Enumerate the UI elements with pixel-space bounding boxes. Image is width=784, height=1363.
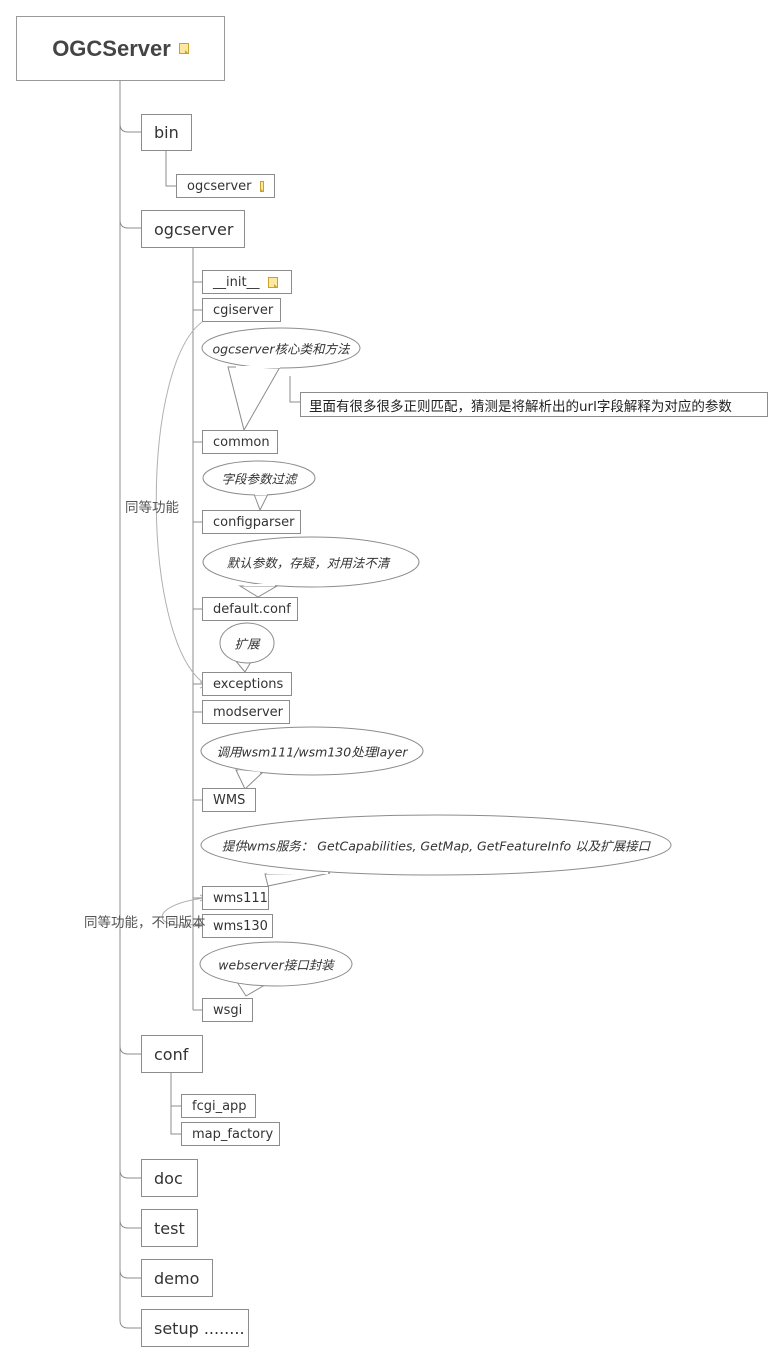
branch-test [119,1219,141,1229]
node-wms130-label: wms130 [213,918,268,934]
note-icon[interactable] [267,276,278,288]
node-modserver[interactable]: modserver [202,700,290,724]
node-wms[interactable]: WMS [202,788,256,812]
node-doc-label: doc [154,1168,183,1188]
node-default-conf-label: default.conf [213,601,291,617]
branch-demo [119,1269,141,1279]
node-demo[interactable]: demo [141,1259,213,1297]
callout-wsgi[interactable]: webserver接口封装 [218,957,334,973]
node-conf[interactable]: conf [141,1035,203,1073]
branch-bin [119,123,141,133]
node-bin-ogcserver-label: ogcserver [187,178,252,194]
callout-regex-connector [289,376,300,403]
relation-label-same-function[interactable]: 同等功能 [125,500,179,516]
node-exceptions-label: exceptions [213,676,284,692]
node-bin-label: bin [154,123,179,142]
callout-wms[interactable]: 调用wsm111/wsm130处理layer [216,744,408,760]
node-wms-label: WMS [213,792,246,808]
node-ogcserver[interactable]: ogcserver [141,210,245,248]
node-bin-ogcserver[interactable]: ogcserver [176,174,275,198]
node-default-conf[interactable]: default.conf [202,597,298,621]
node-configparser[interactable]: configparser [202,510,301,534]
branch-ogcserver [119,219,141,229]
node-conf-label: conf [154,1044,189,1064]
node-wms111[interactable]: wms111 [202,886,269,910]
branch-conf [119,1045,141,1055]
node-common[interactable]: common [202,430,278,454]
node-doc[interactable]: doc [141,1159,198,1197]
note-icon[interactable] [259,180,265,192]
relation-cgiserver-exceptions [155,319,206,685]
node-init[interactable]: __init__ [202,270,292,294]
note-icon[interactable] [178,43,189,54]
node-bin[interactable]: bin [141,114,192,151]
node-exceptions[interactable]: exceptions [202,672,292,696]
node-wms111-label: wms111 [213,890,268,906]
callout-default-conf[interactable]: 默认参数，存疑，对用法不清 [226,555,390,571]
node-test-label: test [154,1218,185,1238]
conf-child-line [170,1072,181,1135]
relation-label-same-function-diff-version[interactable]: 同等功能，不同版本 [84,915,206,931]
node-demo-label: demo [154,1268,200,1288]
node-init-label: __init__ [213,274,260,290]
node-cgiserver-label: cgiserver [213,302,274,318]
node-wsgi[interactable]: wsgi [202,998,253,1022]
node-wms130[interactable]: wms130 [202,914,273,938]
branch-setup [119,1319,141,1329]
callout-common-core[interactable]: ogcserver核心类和方法 [212,341,350,357]
node-wsgi-label: wsgi [213,1002,243,1018]
node-setup[interactable]: setup ........ [141,1309,249,1347]
root-label: OGCServer [52,35,171,61]
node-map-factory-label: map_factory [192,1126,274,1142]
callout-configparser[interactable]: 字段参数过滤 [221,471,297,487]
node-setup-label: setup ........ [154,1318,245,1338]
relation-wms111-wms130 [161,897,209,926]
node-cgiserver[interactable]: cgiserver [202,298,281,322]
node-map-factory[interactable]: map_factory [181,1122,280,1146]
callout-common-core-shape [227,366,281,432]
callout-common-regex[interactable]: 里面有很多很多正则匹配，猜测是将解析出的url字段解释为对应的参数 [300,392,768,417]
callout-exceptions[interactable]: 扩展 [234,636,260,652]
node-fcgi-app[interactable]: fcgi_app [181,1094,256,1118]
root-node-ogcserver[interactable]: OGCServer [16,16,225,81]
node-modserver-label: modserver [213,704,284,720]
bin-child-line [165,150,176,187]
node-test[interactable]: test [141,1209,198,1247]
node-configparser-label: configparser [213,514,295,530]
node-common-label: common [213,434,270,450]
node-ogcserver-label: ogcserver [154,219,234,239]
node-fcgi-app-label: fcgi_app [192,1098,247,1114]
branch-doc [119,1169,141,1179]
callout-wms111[interactable]: 提供wms服务： GetCapabilities, GetMap, GetFea… [221,838,651,854]
